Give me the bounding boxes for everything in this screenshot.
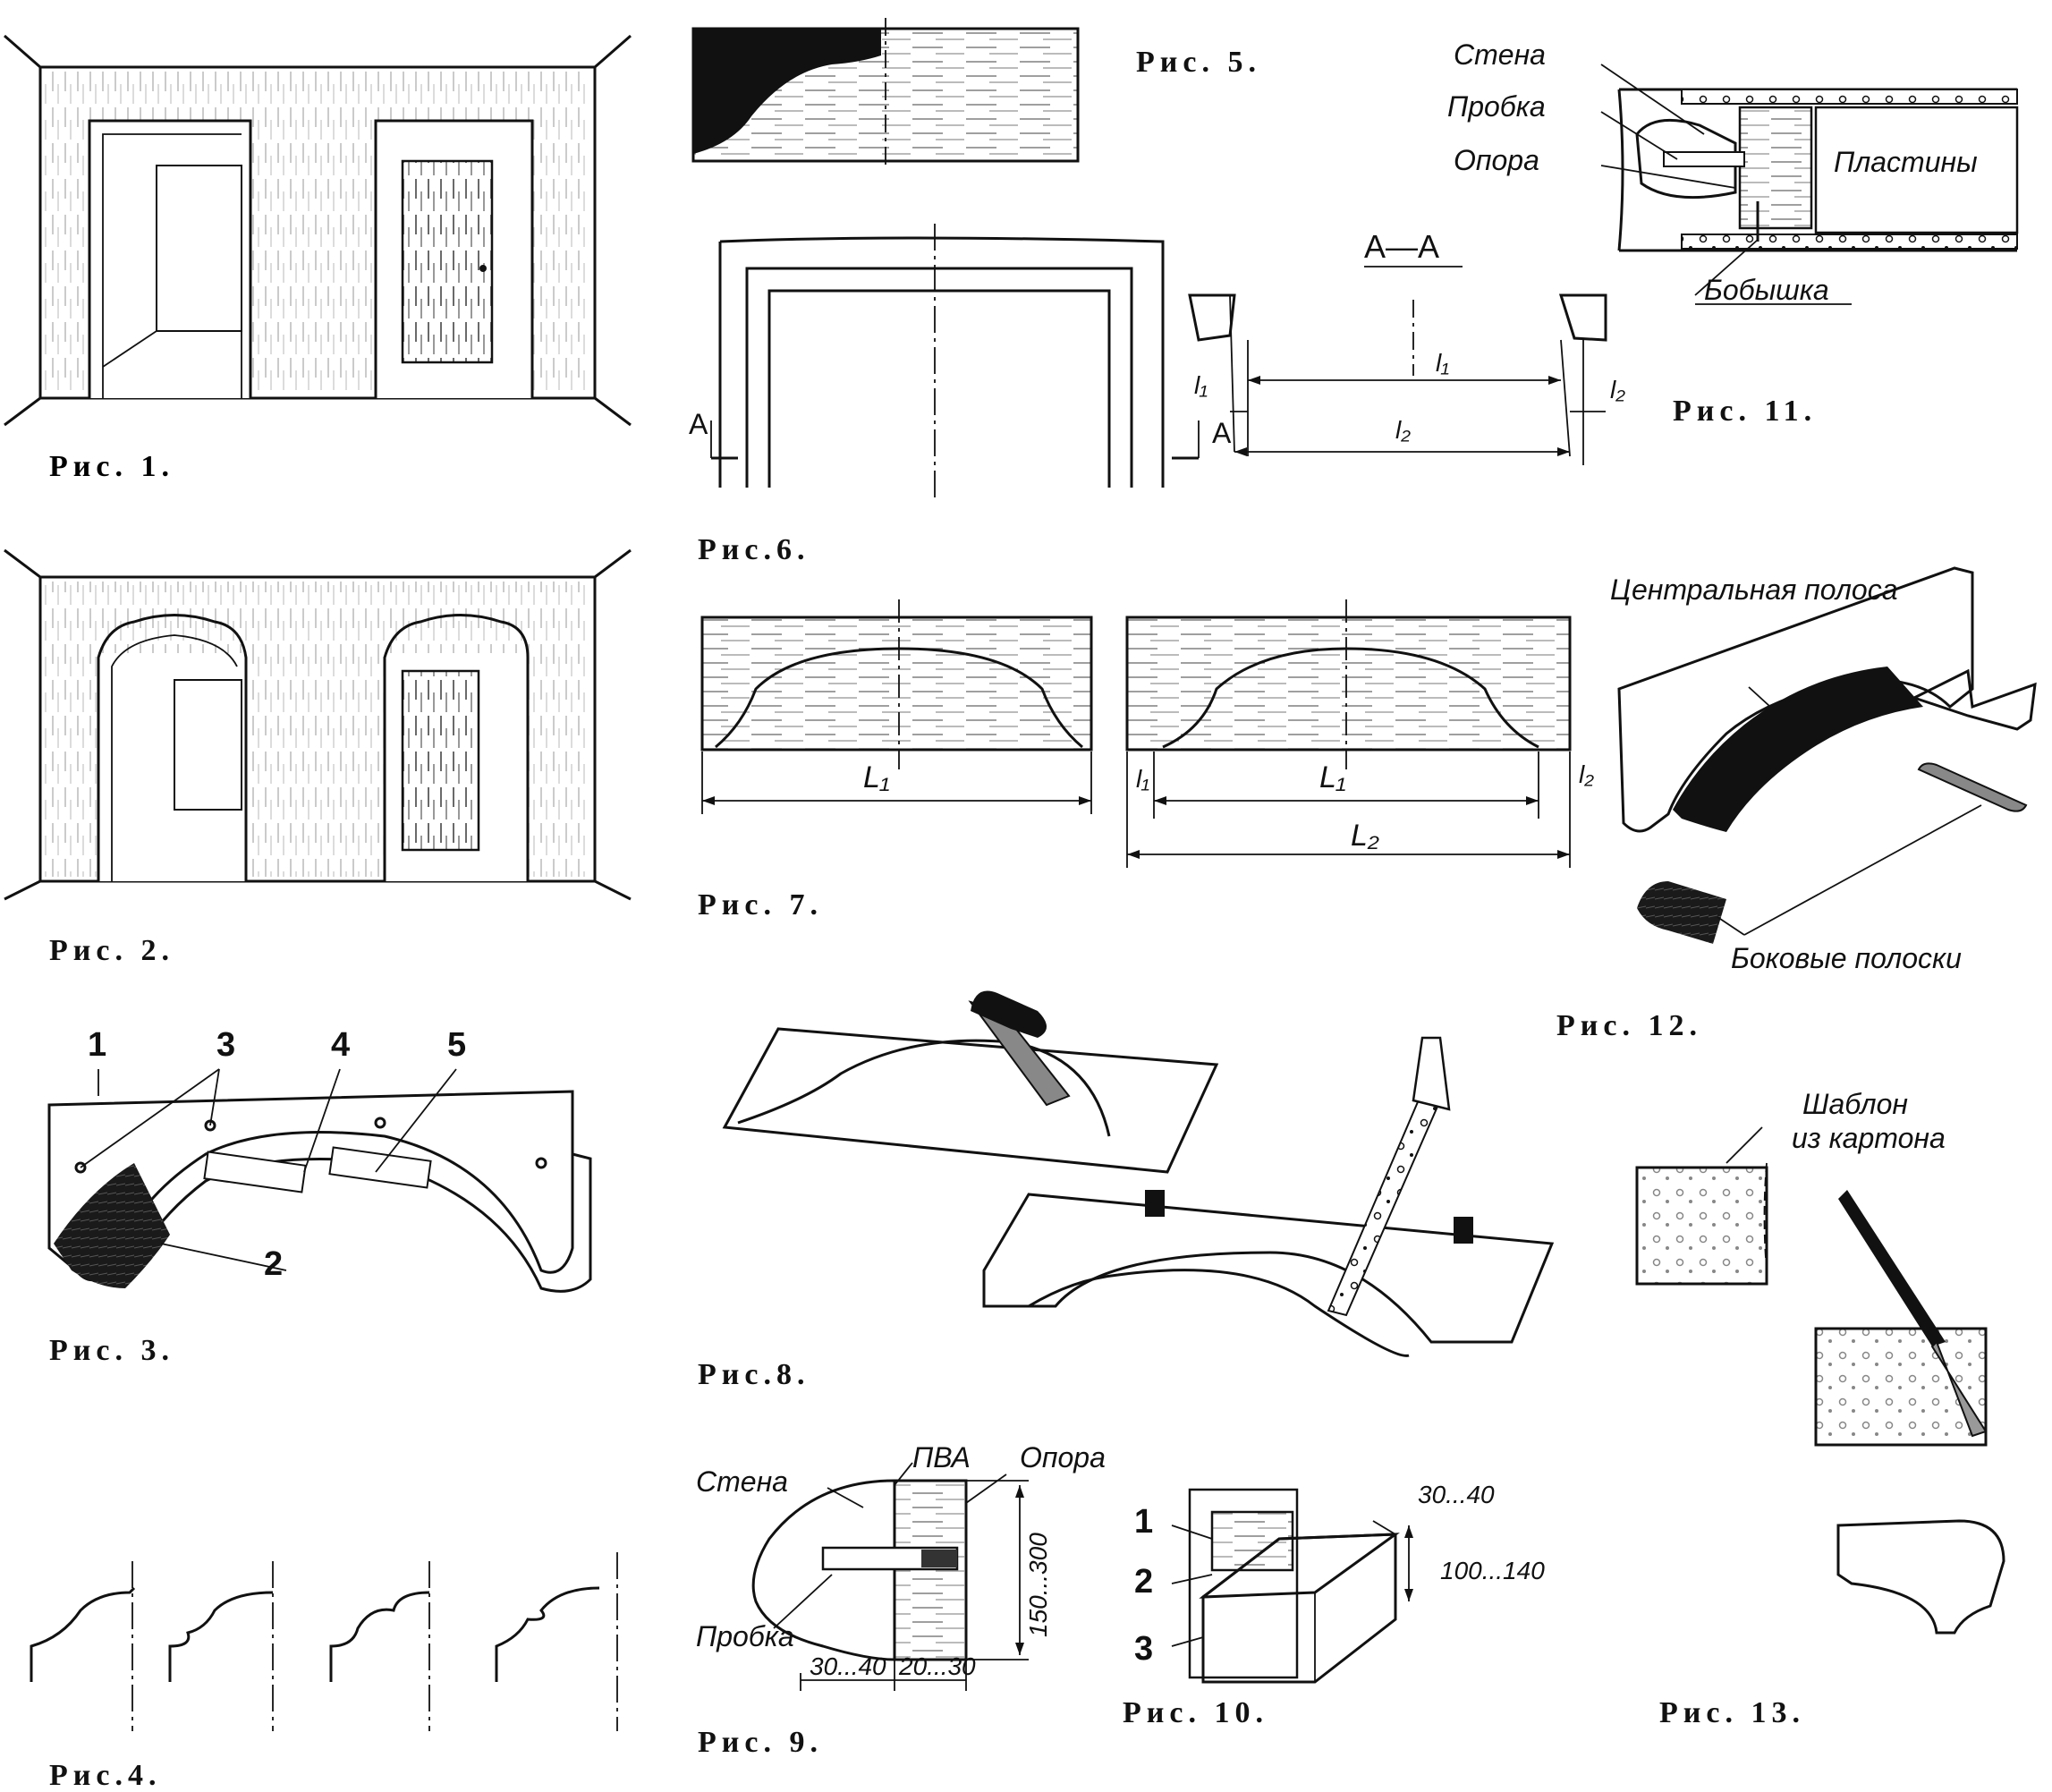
fig11-label-boss: Бобышка bbox=[1704, 274, 1829, 306]
fig9-label-pva: ПВА bbox=[912, 1441, 971, 1474]
fig6-opening-plan: А А А—А l₁ l₁ l₂ l₂ bbox=[689, 224, 1625, 501]
fig10-dim-top: 30...40 bbox=[1418, 1481, 1495, 1508]
fig13-template-line1: Шаблон bbox=[1802, 1088, 1908, 1120]
fig3-label-3: 3 bbox=[216, 1026, 235, 1064]
fig11-caption: Рис. 11. bbox=[1673, 395, 1817, 428]
fig12-arch-strips: Центральная полоса Боковые полоски bbox=[1610, 566, 2037, 974]
fig3-caption: Рис. 3. bbox=[49, 1334, 174, 1367]
fig7-caption: Рис. 7. bbox=[698, 888, 823, 921]
fig3-label-5: 5 bbox=[447, 1026, 466, 1064]
fig11-label-wall: Стена bbox=[1454, 38, 1546, 71]
fig6-dim-l1: l₁ bbox=[1436, 349, 1449, 377]
fig7-dim-l-small-1: l₁ bbox=[1136, 765, 1149, 793]
fig6-dim-l1-small: l₁ bbox=[1194, 371, 1208, 399]
fig12-caption: Рис. 12. bbox=[1556, 1009, 1702, 1042]
fig13-template: Шаблон из картона bbox=[1635, 1088, 2005, 1635]
fig4-caption: Рис.4. bbox=[49, 1759, 161, 1792]
fig10-label-2: 2 bbox=[1134, 1563, 1153, 1601]
fig9-label-plug: Пробка bbox=[696, 1620, 794, 1652]
fig13-caption: Рис. 13. bbox=[1659, 1696, 1805, 1729]
fig11-label-plates: Пластины bbox=[1834, 146, 1978, 178]
fig2-caption: Рис. 2. bbox=[49, 934, 174, 967]
fig8-caption: Рис.8. bbox=[698, 1358, 810, 1391]
fig8-cutting-illustration bbox=[722, 990, 1555, 1357]
fig9-caption: Рис. 9. bbox=[698, 1726, 823, 1759]
fig6-cut-a-right: А bbox=[1212, 417, 1232, 449]
fig9-label-wall: Стена bbox=[696, 1465, 788, 1498]
fig10-dim-side: 100...140 bbox=[1440, 1557, 1545, 1584]
fig9-dim-height: 150...300 bbox=[1024, 1533, 1052, 1637]
fig7-dim-l2: L₂ bbox=[1351, 819, 1379, 853]
fig1-caption: Рис. 1. bbox=[49, 450, 174, 483]
fig12-label-side: Боковые полоски bbox=[1731, 942, 1962, 974]
fig9-label-support: Опора bbox=[1020, 1441, 1106, 1474]
fig2-room-drawing bbox=[4, 548, 632, 901]
fig3-label-2: 2 bbox=[264, 1245, 283, 1283]
fig5-caption: Рис. 5. bbox=[1136, 46, 1261, 79]
fig9-dim-a: 30...40 bbox=[810, 1652, 886, 1680]
fig7-board-templates: L₁ L₁ l₁ l₂ L₂ bbox=[700, 599, 1594, 868]
fig3-label-1: 1 bbox=[88, 1026, 106, 1064]
fig6-dim-l2: l₂ bbox=[1395, 416, 1411, 444]
fig3-arch-insert: 1 3 4 5 2 bbox=[47, 1026, 592, 1293]
fig10-label-1: 1 bbox=[1134, 1503, 1153, 1541]
fig13-label-template: Шаблон из картона bbox=[1792, 1088, 1946, 1154]
fig6-cut-a-left: А bbox=[689, 408, 708, 440]
fig11-label-support: Опора bbox=[1454, 144, 1539, 176]
fig5-board-profile bbox=[691, 18, 1080, 170]
fig7-dim-l1-right: L₁ bbox=[1319, 760, 1346, 794]
fig9-dim-b: 20...30 bbox=[898, 1652, 976, 1680]
fig10-label-3: 3 bbox=[1134, 1630, 1153, 1668]
fig6-section-title: А—А bbox=[1364, 228, 1439, 265]
fig12-label-central: Центральная полоса bbox=[1610, 573, 1898, 606]
fig11-label-plug: Пробка bbox=[1447, 90, 1546, 123]
fig10-caption: Рис. 10. bbox=[1123, 1696, 1268, 1729]
fig3-label-4: 4 bbox=[331, 1026, 350, 1064]
fig7-dim-l-small-2: l₂ bbox=[1579, 760, 1594, 788]
fig4-profiles bbox=[30, 1552, 618, 1731]
fig13-template-line2: из картона bbox=[1792, 1122, 1946, 1154]
fig11-wall-section: Стена Пробка Опора Пластины Бобышка bbox=[1447, 38, 2019, 306]
fig6-caption: Рис.6. bbox=[698, 533, 810, 566]
fig10-block: 1 2 3 30...40 100...140 bbox=[1134, 1481, 1545, 1684]
fig6-dim-l2-small: l₂ bbox=[1610, 376, 1625, 403]
fig9-wall-mounting: Стена ПВА Опора Пробка 150...300 30...40… bbox=[696, 1441, 1106, 1691]
fig1-room-drawing bbox=[4, 34, 632, 427]
fig7-dim-l1-left: L₁ bbox=[863, 760, 890, 794]
